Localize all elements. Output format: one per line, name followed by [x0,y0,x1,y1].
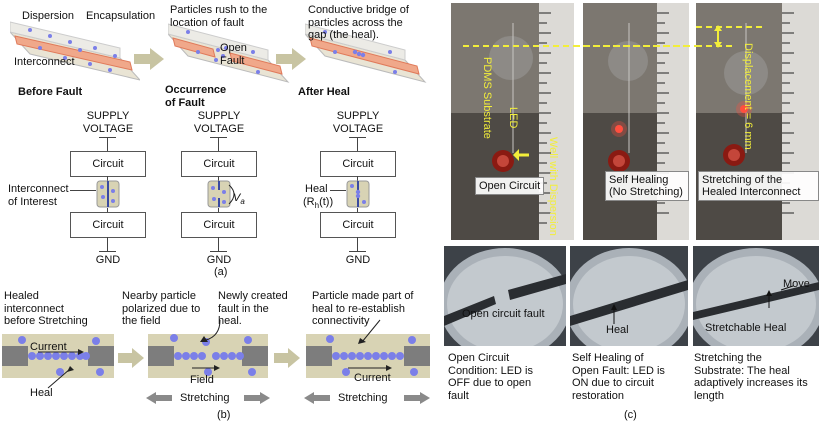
label-encapsulation: Encapsulation [86,10,156,22]
label-particle-made-part: Particle made part of heal to re-establi… [312,290,414,327]
stage-title-occurrence: Occurrence of Fault [165,84,227,109]
heal-capsule [346,180,370,208]
gnd-label: GND [95,254,121,266]
photo-stretching: Displacement = 6 mm Stretching of the He… [696,3,819,240]
caption-c: (c) [624,409,637,421]
label-heal-micro: Heal [606,324,629,336]
photo-open-circuit: PDMS Substrate LED Well with Dispersion … [451,3,574,240]
label-current: Current [354,372,391,384]
strip-after-heal [305,23,427,83]
caption-b: (b) [217,409,231,421]
circuit-box: Circuit [70,151,146,177]
interconnect-capsule [96,180,120,208]
circuit-box: Circuit [320,151,396,177]
label-dispersion: Dispersion [22,10,74,22]
label-nearby-particle: Nearby particle polarized due to the fie… [122,290,201,327]
label-led: LED [507,107,519,129]
label-open-circuit-box: Open Circuit [475,177,545,195]
strip-before-fault [10,21,140,81]
arrow-right-icon [274,348,300,368]
micrograph-stretchable-heal: Move Stretchable Heal [693,246,819,346]
label-field: Field [190,374,214,386]
label-heal-resistance: (Rh(t)) [303,196,334,211]
gnd-label: GND [206,254,232,266]
reconnected-diagram [306,334,430,378]
circuit-box: Circuit [70,212,146,238]
arrow-right-icon [276,48,306,70]
stretching-arrows-icon [304,392,430,404]
gnd-label: GND [345,254,371,266]
fault-capsule [207,180,235,208]
micrograph-heal: Heal [570,246,688,346]
new-fault-diagram [148,334,268,378]
micrograph-open-circuit-fault: Open circuit fault [444,246,566,346]
label-interconnect-of-interest: Interconnect of Interest [8,183,69,208]
label-interconnect: Interconnect [14,56,75,68]
label-well-with-dispersion: Well with Dispersion [547,137,559,236]
supply-voltage: SUPPLY VOLTAGE [82,110,134,135]
arrow-right-icon [118,348,144,368]
label-stretching: Stretching [338,392,388,404]
label-stretchable-heal: Stretchable Heal [705,322,787,334]
label-new-fault: Newly created fault in the heal. [218,290,288,327]
stretching-arrows-icon [146,392,270,404]
label-current: Current [30,341,67,353]
supply-voltage: SUPPLY VOLTAGE [332,110,384,135]
label-pdms-substrate: PDMS Substrate [481,57,493,139]
circuit-box: Circuit [181,212,257,238]
healed-interconnect-diagram [2,334,114,378]
label-stretching-healed-box: Stretching of the Healed Interconnect [698,171,819,201]
supply-voltage: SUPPLY VOLTAGE [193,110,245,135]
arrow-right-icon [134,48,164,70]
caption-a: (a) [214,266,228,278]
caption-self-healing: Self Healing of Open Fault: LED is ON du… [572,352,665,402]
label-healed-interconnect: Healed interconnect before Stretching [4,290,88,327]
label-conductive-bridge: Conductive bridge of particles across th… [308,4,409,41]
label-displacement: Displacement = 6 mm [742,43,754,150]
label-self-healing-box: Self Healing (No Stretching) [605,171,689,201]
label-heal: Heal [305,183,328,195]
caption-stretching: Stretching the Substrate: The heal adapt… [694,352,808,402]
photo-self-healing: Self Healing (No Stretching) [583,3,689,240]
label-particles-rush: Particles rush to the location of fault [170,4,268,29]
label-open-circuit-fault: Open circuit fault [462,308,545,320]
label-heal-b: Heal [30,387,53,399]
stage-title-after-heal: After Heal [298,86,350,98]
stage-title-before-fault: Before Fault [18,86,83,98]
caption-open-circuit: Open Circuit Condition: LED is OFF due t… [448,352,533,402]
label-open-fault: Open Fault [220,42,247,67]
strip-occurrence-of-fault [168,23,290,83]
label-move: Move [783,278,810,290]
label-va: Va [233,192,245,207]
circuit-box: Circuit [320,212,396,238]
circuit-box: Circuit [181,151,257,177]
label-stretching: Stretching [180,392,230,404]
